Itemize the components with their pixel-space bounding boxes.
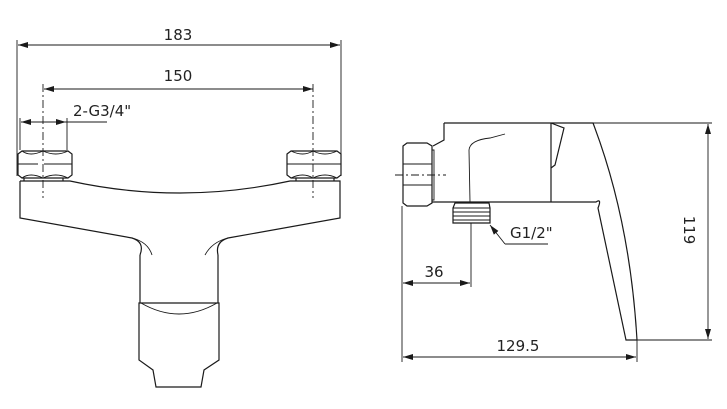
front-view: 183 150 2-G3/4": [16, 26, 342, 388]
dimension-label-119: 119: [680, 216, 698, 245]
left-nut: [17, 150, 73, 179]
dimension-overall-width: 183: [16, 26, 342, 176]
side-body: [432, 122, 638, 341]
side-view: G1/2" 36 129.5 119: [395, 122, 712, 362]
dimension-outlet-offset: 36: [403, 223, 472, 287]
dimension-inlet-spacing: 150: [42, 67, 314, 198]
dimension-overall-height: 119: [593, 122, 712, 341]
dimension-label-150: 150: [164, 67, 193, 85]
outlet-fitting: [452, 202, 491, 224]
dimension-label-129-5: 129.5: [497, 337, 540, 355]
dimension-overall-depth: 129.5: [401, 206, 638, 362]
dimension-label-183: 183: [164, 26, 193, 44]
dimension-label-inlet-thread: 2-G3/4": [73, 102, 131, 120]
valve-body: [19, 178, 341, 388]
dimension-inlet-thread: 2-G3/4": [19, 102, 131, 150]
dimension-outlet-thread: G1/2": [489, 224, 553, 245]
dimension-label-outlet-thread: G1/2": [510, 224, 553, 242]
side-nut: [395, 142, 446, 207]
dimension-label-36: 36: [424, 263, 443, 281]
right-nut: [286, 150, 342, 179]
